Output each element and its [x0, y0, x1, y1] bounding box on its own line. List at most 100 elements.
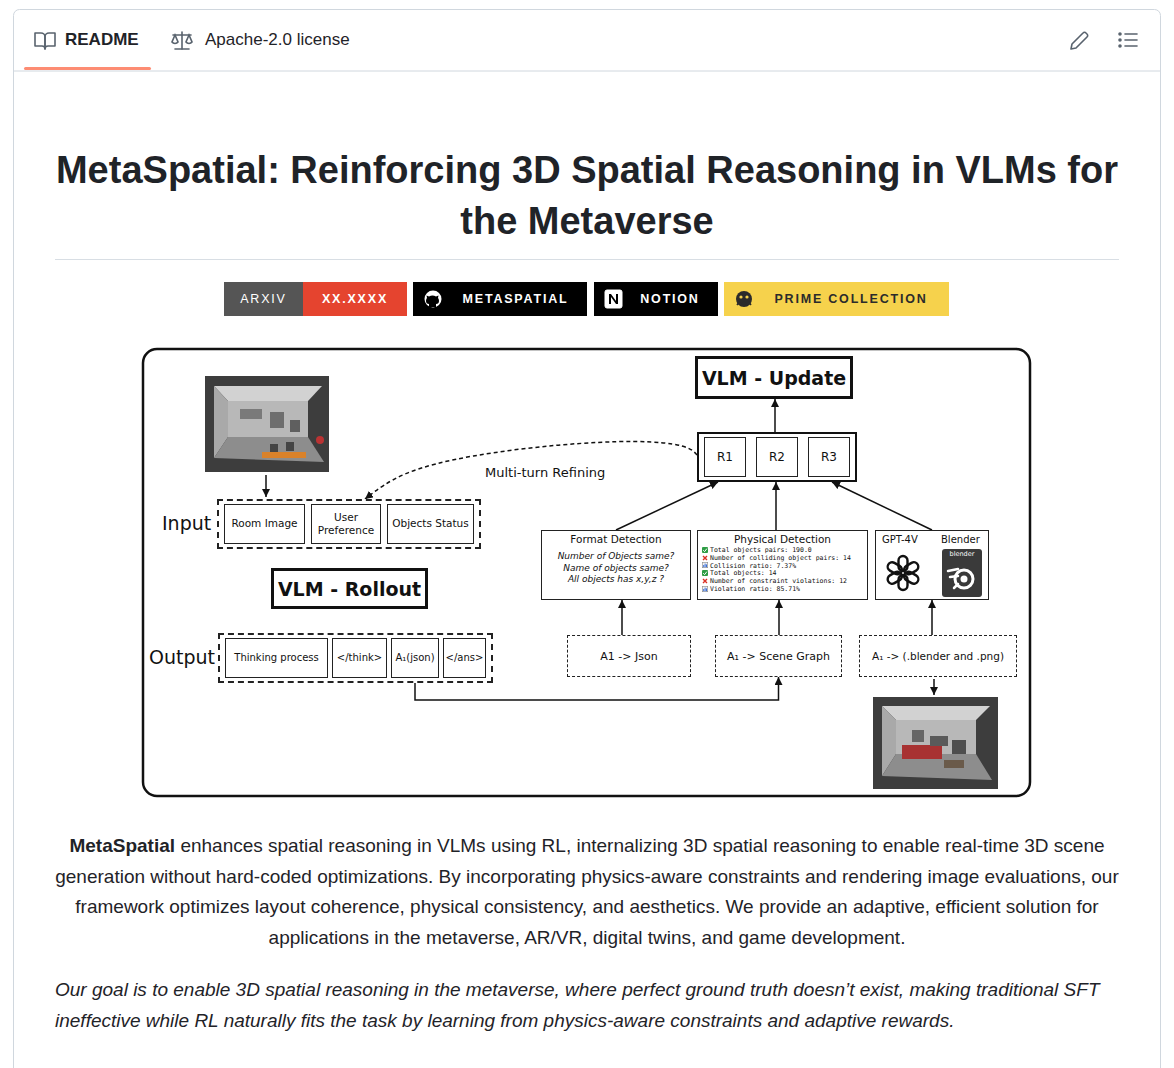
output-group: OutputThinking process</think>A₁(json)</…: [218, 633, 493, 683]
badges: [224, 282, 303, 316]
box-label: </ans>: [446, 652, 484, 665]
list-icon: [1119, 45, 1121, 47]
flow-arrow: [778, 600, 780, 635]
badge-text: XX.XXXX: [303, 290, 407, 308]
metric-text: Total objects: 14: [710, 569, 777, 577]
status-icon: [702, 563, 707, 568]
book-icon: [45, 33, 55, 49]
output-box: </think>: [332, 638, 387, 678]
status-icon: [705, 564, 706, 568]
leader-arrows: [933, 679, 935, 695]
output-room-render: [952, 740, 966, 754]
list-icon: [1119, 33, 1137, 47]
conversion-box: A₁ -> (.blender and .png): [859, 635, 1017, 677]
metric-row: Number of constraint violations: 12: [702, 577, 863, 585]
metric-text: Number of constraint violations: 12: [710, 577, 847, 585]
input-room-render: [290, 420, 300, 432]
check-question: Name of objects same?: [563, 563, 669, 575]
input-room-render: [205, 376, 329, 472]
intro-paragraph: MetaSpatialenhances spatial reasoning in…: [55, 831, 1119, 953]
status-icon: [702, 586, 708, 592]
input-room-render: [262, 452, 306, 458]
badges: [605, 290, 622, 308]
openai-logo: [899, 575, 908, 590]
input-box: Room Image: [224, 504, 305, 544]
status-icon: [702, 547, 708, 553]
output-box: </ans>: [443, 638, 486, 678]
status-icon: [703, 556, 707, 560]
tool-name: Blender: [941, 534, 980, 545]
status-icon: [703, 579, 707, 583]
readme-container: [24, 67, 151, 70]
scale-icon: [172, 32, 192, 49]
flow-arrow: [616, 482, 718, 530]
list-icon: [1125, 39, 1137, 41]
badges: [609, 294, 618, 304]
input-room-render: [316, 436, 324, 444]
scale-icon: [175, 48, 189, 50]
blender-logo: [961, 576, 968, 583]
input-room-render: [214, 386, 322, 401]
flow-arrow: [774, 399, 776, 432]
blender-logo: [942, 549, 982, 597]
readme-container: [14, 10, 1161, 1068]
logo-text: blender: [942, 550, 982, 558]
list-icon: [1119, 33, 1121, 35]
metric-row: Number of colliding object pairs: 14: [702, 554, 863, 562]
input-room-render: [214, 437, 324, 462]
metric-text: Violation ratio: 85.71%: [710, 585, 800, 593]
output-room-render: [873, 697, 998, 789]
status-icon: [702, 547, 708, 553]
input-room-render: [240, 409, 262, 419]
list-icon: [1125, 33, 1137, 35]
reward-box: R2: [756, 437, 798, 477]
metric-text: Collision ratio: 7.37%: [710, 562, 796, 570]
output-room-render: [944, 760, 964, 768]
badges: [745, 295, 748, 298]
output-room-render: [912, 730, 924, 742]
badges: [303, 282, 407, 316]
pencil-icon: [1071, 32, 1088, 49]
blender-logo: [948, 569, 958, 588]
status-icon: [706, 588, 707, 591]
panel-heading: Physical Detection: [702, 533, 863, 546]
badges: [724, 282, 949, 316]
blender-logo: [942, 549, 982, 597]
input-room-render: [228, 401, 308, 437]
intro-text: enhances spatial reasoning in VLMs using…: [55, 835, 1119, 948]
flow-arrow: [931, 600, 933, 635]
output-room-render: [873, 697, 998, 789]
metric-row: Violation ratio: 85.71%: [702, 585, 863, 593]
status-icon: [703, 589, 704, 591]
input-room-render: [270, 412, 284, 428]
status-icon: [702, 555, 708, 561]
output-room-render: [902, 745, 942, 759]
badges: [413, 282, 587, 316]
output-box: Thinking process: [225, 638, 328, 678]
leader-arrows: [266, 475, 934, 695]
flow-arrow: [832, 482, 932, 530]
status-icon: [702, 578, 708, 584]
input-group: InputRoom ImageUser PreferenceObjects St…: [217, 499, 481, 549]
badges: [594, 282, 718, 316]
status-icon: [703, 565, 704, 567]
metric-text: Total objects pairs: 190.0: [710, 546, 812, 554]
scale-icon: [172, 35, 178, 43]
badges: [425, 291, 442, 308]
box-label: Thinking process: [234, 652, 318, 665]
openai-logo: [886, 556, 920, 590]
output-box: A₁(json): [391, 638, 439, 678]
list-icon: [1125, 45, 1137, 47]
metric-row: Total objects pairs: 190.0: [702, 546, 863, 554]
box-label: A₁ -> Scene Graph: [727, 650, 830, 663]
badges: [736, 291, 752, 307]
group-heading: Output: [149, 646, 215, 668]
openai-logo: [899, 556, 908, 571]
feedback-arrow: [365, 441, 697, 499]
input-room-render: [270, 444, 278, 452]
flow-arrow: [775, 482, 777, 530]
box-label: VLM - Rollout: [278, 578, 421, 600]
status-icon: [702, 562, 708, 568]
tool-name: GPT-4V: [882, 534, 918, 545]
badge-text: ARXIV: [224, 290, 303, 308]
